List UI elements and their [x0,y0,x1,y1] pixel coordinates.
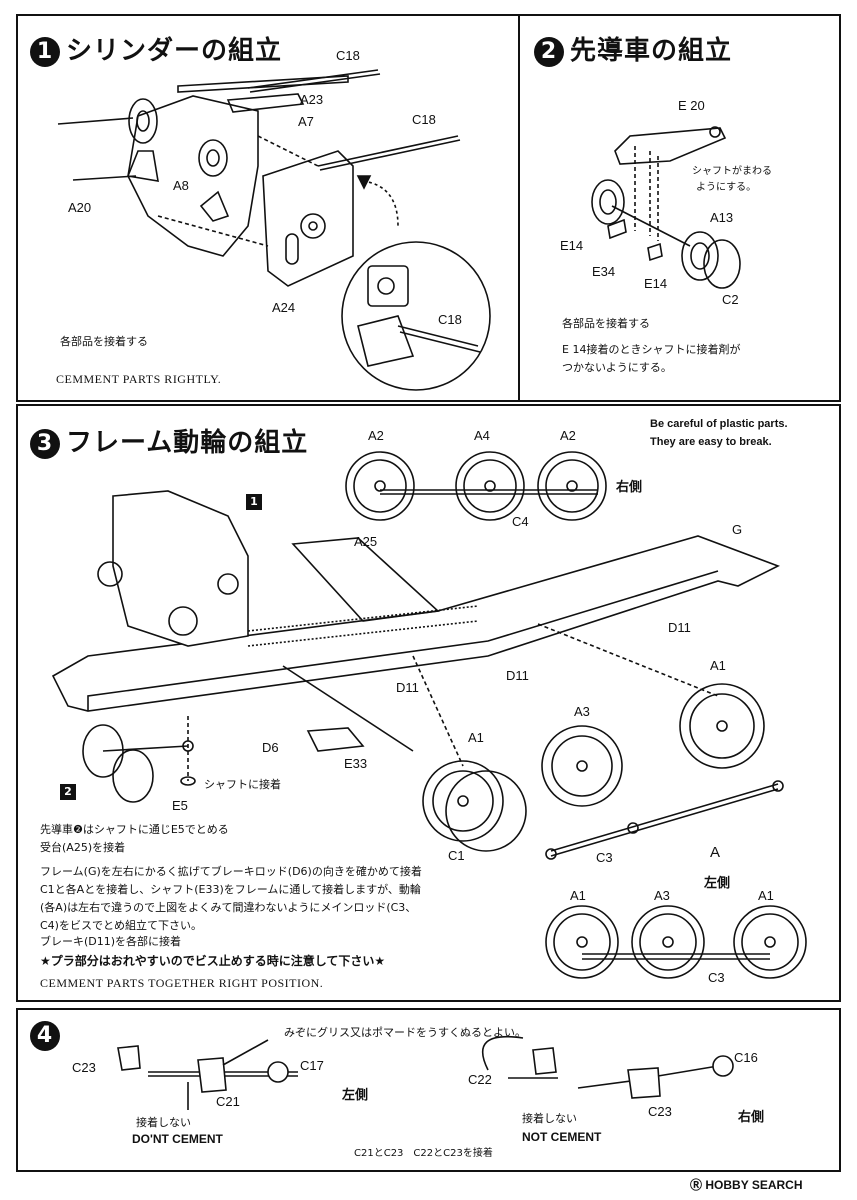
left-side-label: 左側 [704,875,731,890]
step3-title-text: フレーム動輪の組立 [66,428,309,458]
step4-right-nocement-jp: 接着しない [522,1112,577,1125]
step4-title: 4 [30,1020,66,1051]
crosshead-assembly-drawing [117,1035,734,1110]
step4-left-nocement-jp: 接着しない [136,1116,191,1129]
step4-right-nocement-en: NOT CEMENT [522,1130,602,1144]
right-side-label: 右側 [616,479,643,494]
part-label-c18-top: C18 [336,48,360,63]
part-label-c18-mid: C18 [412,112,436,127]
step2-note1: 各部品を接着する [562,317,650,330]
step2-note2-line1: E 14接着のときシャフトに接着剤が [562,343,741,356]
step4-left-part-c23: C23 [72,1060,96,1075]
part-label-e14-left: E14 [560,238,584,253]
shaft-note-line1: シャフトがまわる [692,166,772,177]
left-wheel-label-a1-right: A1 [758,888,774,903]
step4-right-part-c16: C16 [734,1050,758,1065]
step4-right-part-c23: C23 [648,1104,672,1119]
step3-note-5: (各A)は左右で違うので上図をよくみて間違わないようにメインロッド(C3、 [40,901,417,914]
right-wheel-label-a2-right: A2 [560,428,576,443]
part-label-a7: A7 [298,114,314,129]
part-label-a1-front: A1 [468,730,484,745]
step1-note-en: CEMMENT PARTS RIGHTLY. [56,372,222,386]
cylinder-assembly-drawing [57,69,491,391]
part-label-e33: E33 [344,756,368,771]
hobby-search-text: HOBBY SEARCH [705,1178,803,1192]
step4-left-part-c21: C21 [216,1094,240,1109]
part-label-a13: A13 [710,210,734,225]
step3-note-en: CEMMENT PARTS TOGETHER RIGHT POSITION. [40,976,324,990]
step4-left-side-label: 左側 [342,1087,369,1102]
step3-note-4: C1と各Aとを接着し、シャフト(E33)をフレームに通して接着しますが、動輪 [40,883,421,896]
step1-note-jp: 各部品を接着する [60,335,148,348]
right-wheel-label-a4: A4 [474,428,490,443]
ref-box-2: 2 [60,780,76,800]
part-label-g: G [732,522,743,537]
ref-box-1: 1 [246,490,262,510]
part-label-d6: D6 [262,740,279,755]
part-label-a25: A25 [354,534,378,549]
part-label-a8: A8 [173,178,189,193]
shaft-glue-note: シャフトに接着 [204,778,281,791]
part-label-c3: C3 [596,850,613,865]
hobby-search-mark: Ⓡ [690,1178,703,1192]
grease-note: みぞにグリス又はポマードをうすくぬるとよい。 [284,1026,526,1039]
step4-right-side-label: 右側 [738,1109,765,1124]
part-label-d11-mid: D11 [506,668,529,683]
pilot-truck-drawing [591,126,741,289]
part-label-a23: A23 [300,92,324,107]
step3-note-2: 受台(A25)を接着 [40,841,126,854]
plastic-warning-line1: Be careful of plastic parts. [650,418,788,430]
left-wheel-label-a3: A3 [654,888,670,903]
left-side-wheelset [545,905,807,979]
part-label-a20: A20 [68,200,92,215]
hobby-search-watermark: Ⓡ HOBBY SEARCH [690,1176,802,1193]
step3-note-3: フレーム(G)を左右にかるく拡げてブレーキロッド(D6)の向きを確かめて接着 [40,865,422,878]
part-label-d11-left: D11 [396,680,419,695]
part-label-a1-right: A1 [710,658,726,673]
step2-number: 2 [534,36,564,67]
part-label-a: A [710,844,721,861]
left-wheel-label-a1-left: A1 [570,888,586,903]
part-label-e20: E 20 [678,98,705,113]
step2-note2-line2: つかないようにする。 [562,361,672,374]
step3-note-1: 先導車❷はシャフトに通じE5でとめる [40,823,229,836]
step4-left-nocement-en: DO'NT CEMENT [132,1132,223,1146]
step2-title-text: 先導車の組立 [570,36,733,66]
step1-number: 1 [30,36,60,67]
part-label-e5: E5 [172,798,188,813]
step4-number: 4 [30,1020,60,1051]
part-label-a24: A24 [272,300,296,315]
part-label-a3: A3 [574,704,590,719]
step3-caution: ★プラ部分はおれやすいのでビス止めする時に注意して下さい★ [40,954,386,968]
step4-panel: 4 みぞにグリス又はポマードをうすくぬるとよい。 C23 C17 C21 左側 … [16,1008,841,1172]
frame-drive-wheel-drawing [51,451,807,979]
step4-pair-note: C21とC23 C22とC23を接着 [354,1148,493,1159]
part-label-c2: C2 [722,292,739,307]
right-side-wheelset [345,451,607,521]
step3-note-7: ブレーキ(D11)を各部に接着 [40,935,182,948]
plastic-warning-line2: They are easy to break. [650,436,772,448]
step4-right-part-c22: C22 [468,1072,492,1087]
part-label-c1: C1 [448,848,465,863]
step3-note-6: C4)をビスでとめ組立て下さい。 [40,919,202,932]
part-label-c18-detail: C18 [438,312,462,327]
step3-number: 3 [30,428,60,459]
shaft-note-line2: ようにする。 [696,182,757,193]
part-label-e34: E34 [592,264,616,279]
part-label-e14-bottom: E14 [644,276,668,291]
step1-title-text: シリンダーの組立 [66,36,283,66]
left-side-rod-label: C3 [708,970,725,985]
part-label-d11-right: D11 [668,620,691,635]
right-side-rod-label: C4 [512,514,529,529]
step4-left-part-c17: C17 [300,1058,324,1073]
right-wheel-label-a2-left: A2 [368,428,384,443]
